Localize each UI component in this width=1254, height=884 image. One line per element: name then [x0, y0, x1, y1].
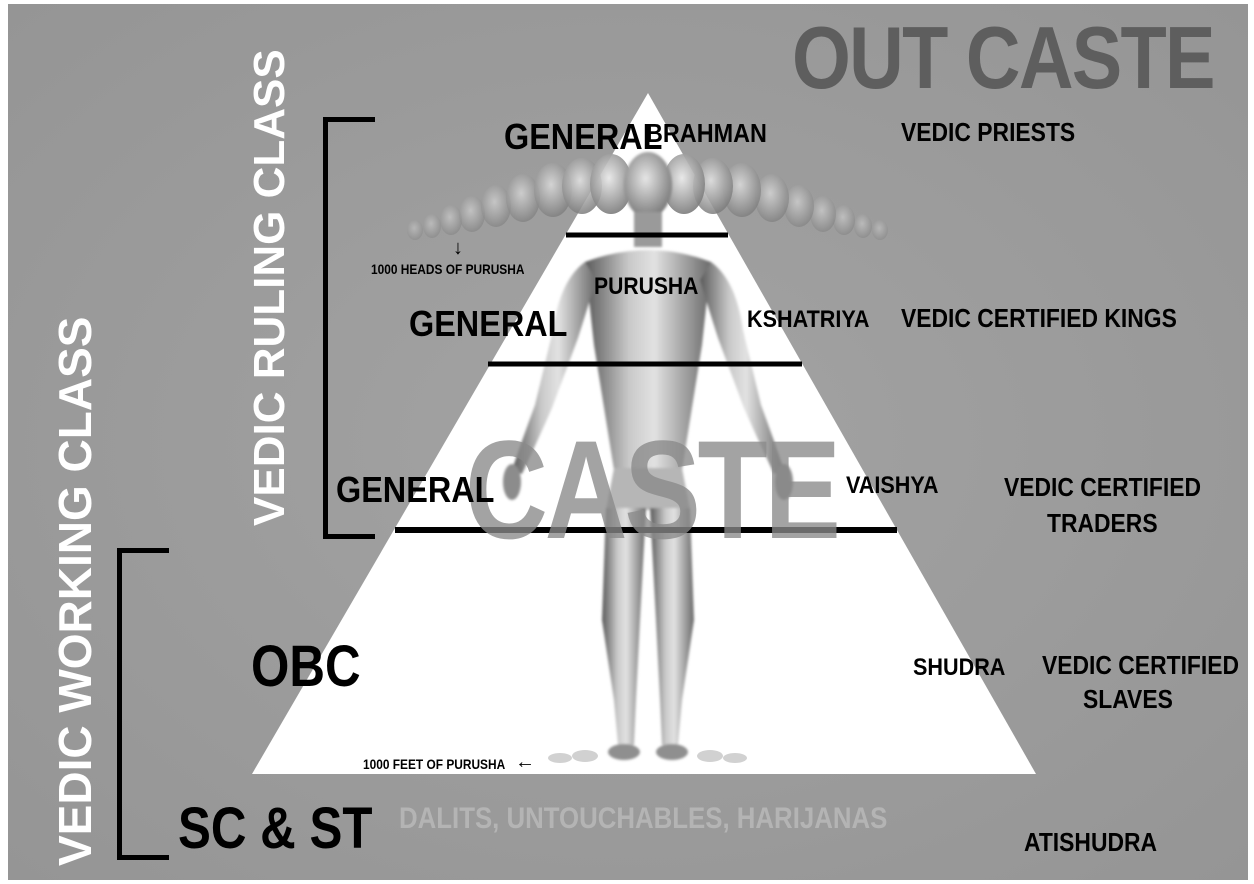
- purusha-label: PURUSHA: [594, 275, 698, 299]
- dalits-label: DALITS, UNTOUCHABLES, HARIJANAS: [399, 804, 887, 834]
- heads-annotation: 1000 HEADS OF PURUSHA: [371, 262, 524, 276]
- tier-vaishya-role-line2: TRADERS: [1047, 510, 1158, 536]
- ruling-class-label: VEDIC RULING CLASS: [248, 49, 292, 526]
- tier-kshatriya-group: GENERAL: [409, 306, 567, 342]
- tier-brahman-role: VEDIC PRIESTS: [901, 119, 1075, 145]
- tier-brahman-varna: BRAHMAN: [646, 120, 767, 146]
- working-class-label: VEDIC WORKING CLASS: [52, 317, 98, 866]
- feet-annotation: 1000 FEET OF PURUSHA: [363, 757, 505, 771]
- tier-atishudra-group: SC & ST: [178, 800, 372, 858]
- tier-shudra-role-line1: VEDIC CERTIFIED: [1042, 652, 1239, 678]
- caste-watermark: CASTE: [465, 420, 838, 560]
- tier-vaishya-role-line1: VEDIC CERTIFIED: [1004, 474, 1201, 500]
- tier-shudra-group: OBC: [251, 638, 361, 696]
- tier-atishudra-varna: ATISHUDRA: [1024, 829, 1157, 855]
- heads-arrow-icon: ↓: [453, 238, 463, 258]
- tier-kshatriya-role: VEDIC CERTIFIED KINGS: [901, 305, 1177, 331]
- working-class-bracket: [117, 548, 169, 860]
- tier-shudra-varna: SHUDRA: [913, 656, 1005, 680]
- tier-kshatriya-varna: KSHATRIYA: [747, 308, 869, 332]
- tier-shudra-role-line2: SLAVES: [1083, 686, 1173, 712]
- tier-vaishya-varna: VAISHYA: [846, 474, 938, 498]
- page-title: OUT CASTE: [792, 14, 1214, 102]
- tier-vaishya-group: GENERAL: [336, 472, 494, 508]
- feet-arrow-icon: ←: [515, 752, 535, 772]
- tier-brahman-group: GENERAL: [504, 119, 662, 155]
